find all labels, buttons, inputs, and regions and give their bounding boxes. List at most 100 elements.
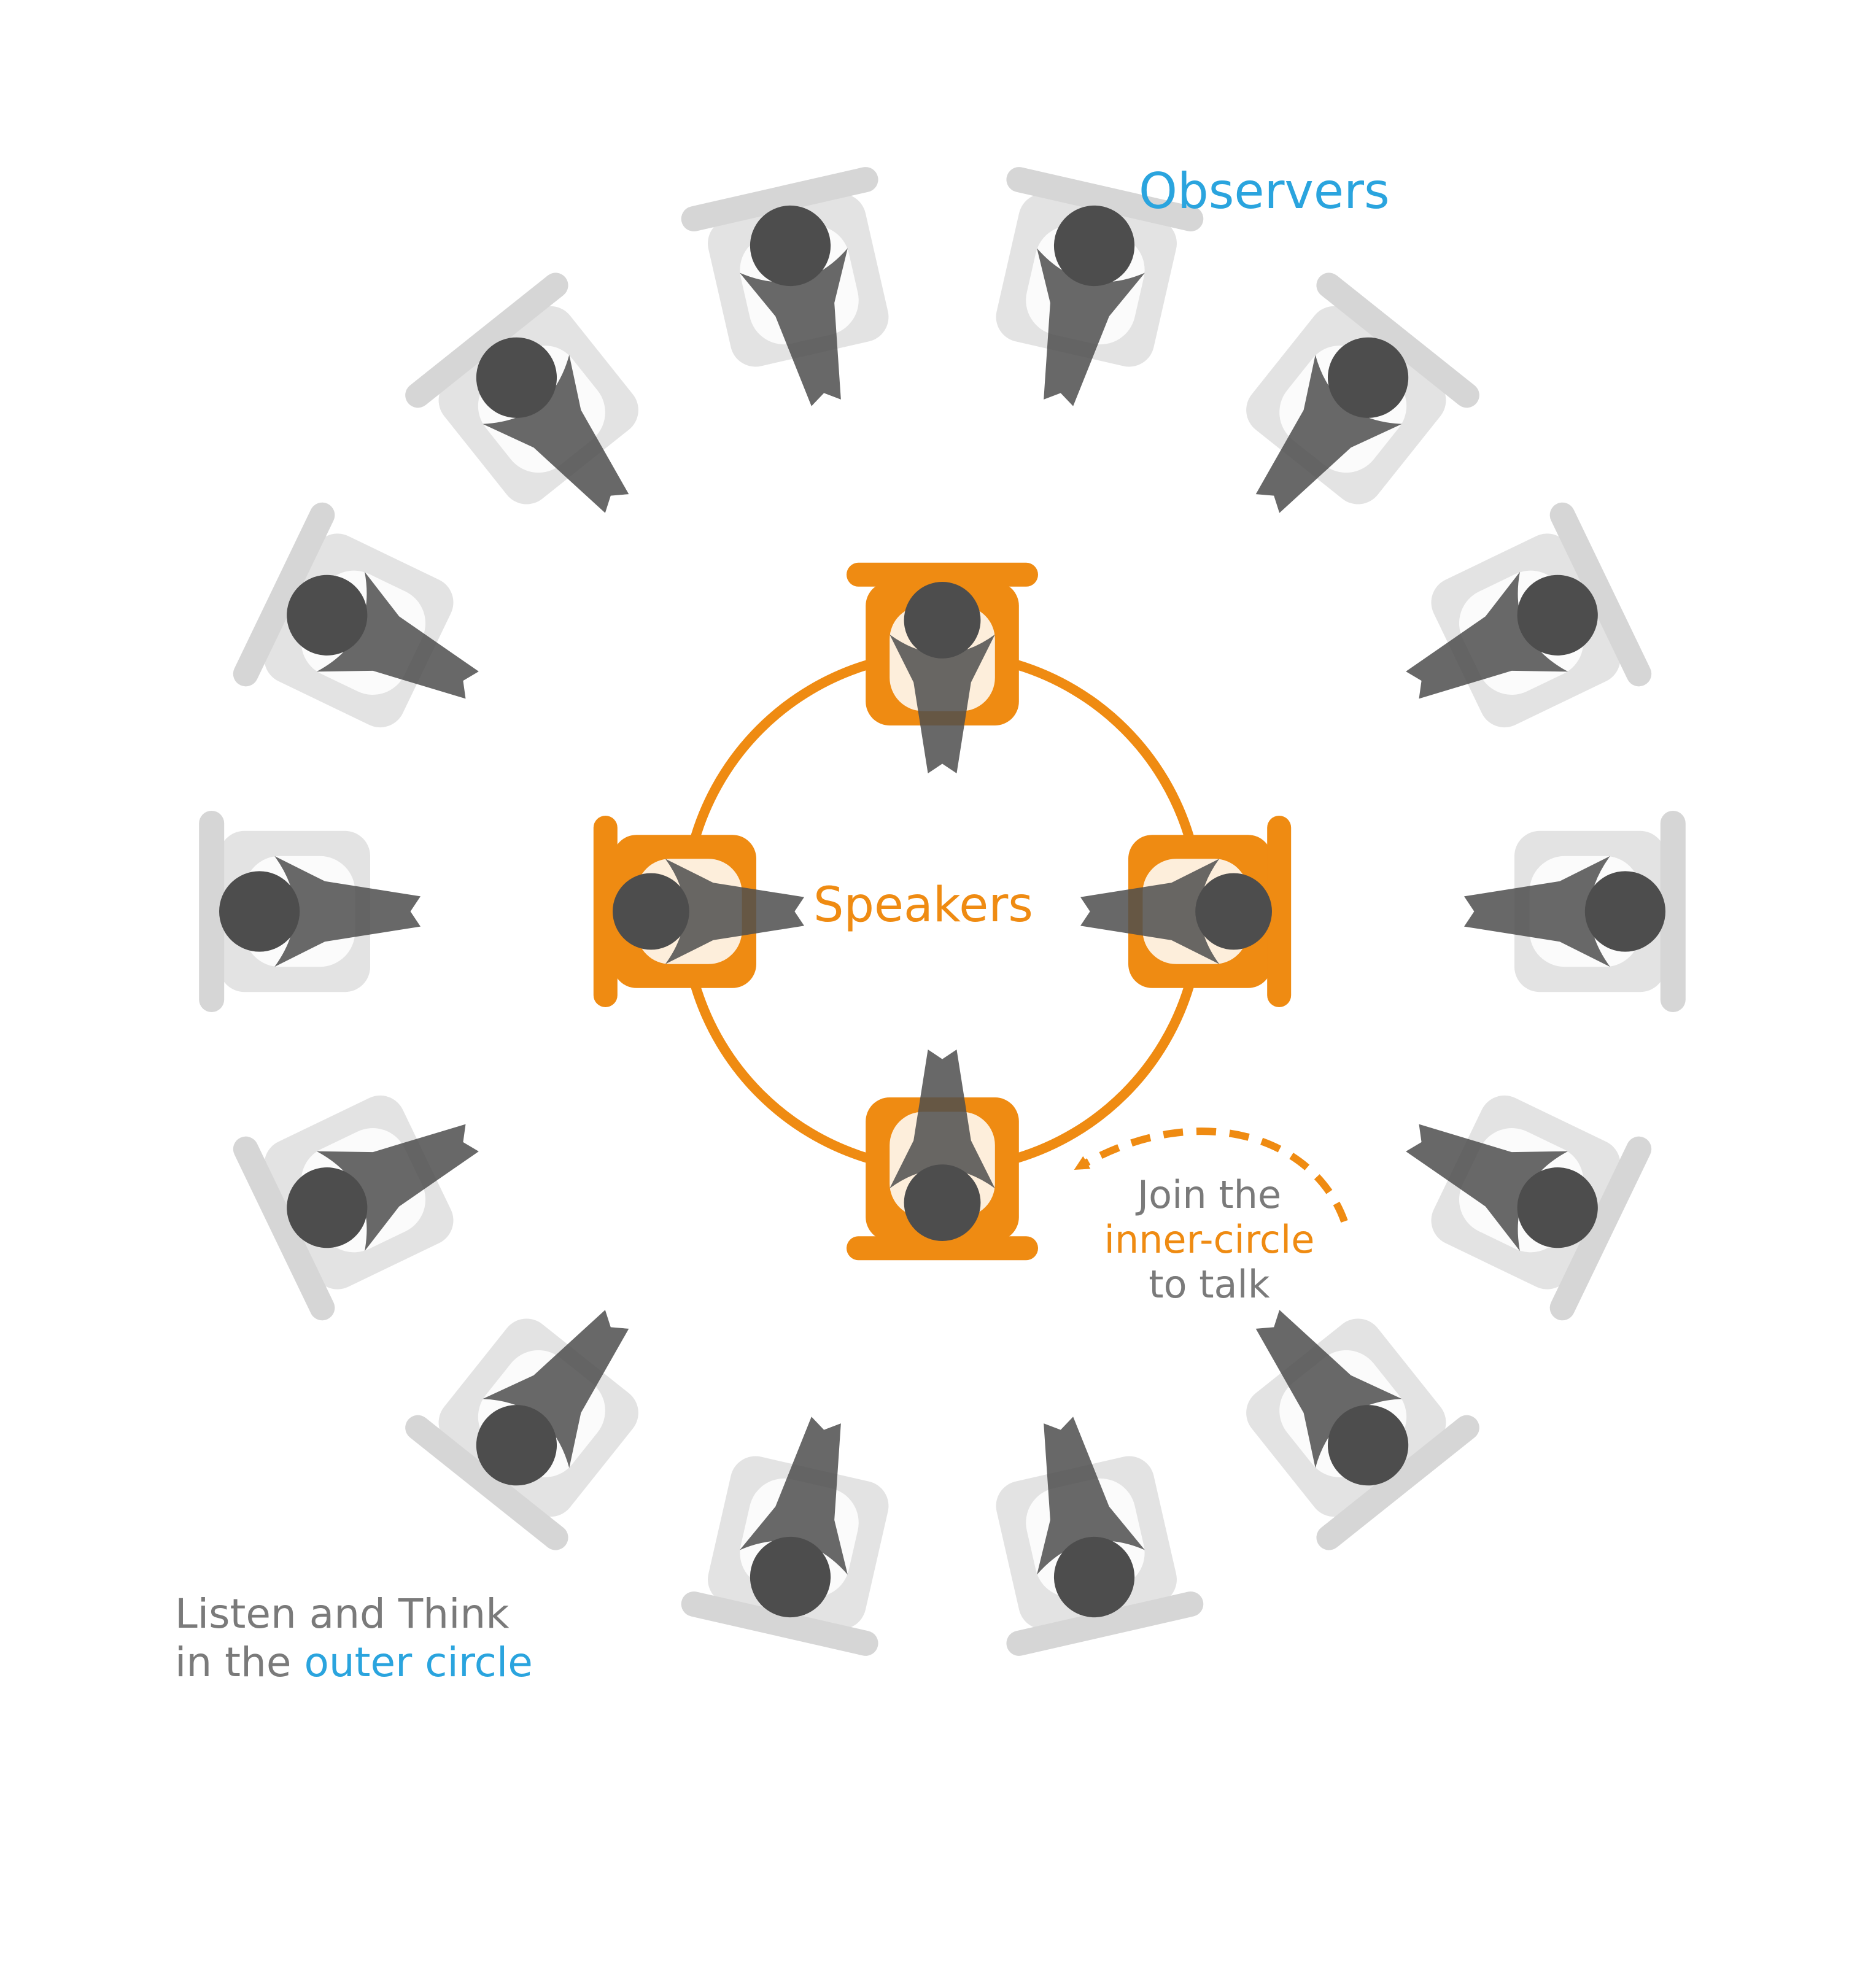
speaker-seat: [847, 562, 1038, 773]
speaker-seat: [1080, 816, 1292, 1007]
chair-back: [847, 562, 1038, 587]
chair-back: [1316, 1415, 1479, 1550]
person-body: [483, 1310, 629, 1468]
person-body: [483, 355, 629, 513]
person-top-view-icon: [890, 582, 995, 773]
observer-seat: [1406, 1095, 1652, 1321]
observers-label: Observers: [1139, 163, 1390, 220]
person-head: [904, 1164, 981, 1241]
join-note: Join the inner-circle to talk: [1099, 1172, 1320, 1307]
observer-seat: [1246, 273, 1479, 513]
person-head: [1327, 337, 1409, 418]
person-top-view-icon: [1037, 1417, 1145, 1618]
person-top-view-icon: [1406, 1124, 1598, 1251]
person-top-view-icon: [476, 1310, 629, 1486]
person-body: [274, 856, 421, 967]
chair-back: [233, 1136, 335, 1321]
person-top-view-icon: [287, 1124, 479, 1251]
person-top-view-icon: [1255, 1310, 1409, 1486]
chair-back: [681, 167, 878, 231]
inner-ring: [691, 660, 1194, 1163]
chair-back: [405, 273, 568, 408]
person-body: [740, 1417, 848, 1575]
person-top-view-icon: [1255, 337, 1409, 513]
person-body: [1464, 856, 1610, 967]
speaker-seat: [847, 1050, 1038, 1261]
person-head: [1327, 1405, 1409, 1486]
join-line-1: Join the: [1137, 1172, 1282, 1217]
person-body: [1406, 571, 1568, 699]
person-head: [1517, 1167, 1598, 1248]
listen-line-2: in the outer circle: [175, 1638, 533, 1687]
person-head: [476, 1405, 557, 1486]
inner-ring-arc: [691, 981, 872, 1163]
chair-back: [1316, 273, 1479, 408]
person-top-view-icon: [476, 337, 629, 513]
outer-seats: [199, 167, 1686, 1656]
person-body: [665, 859, 804, 964]
inner-seats: [593, 562, 1292, 1261]
inner-ring-arc: [691, 660, 872, 841]
person-top-view-icon: [890, 1050, 995, 1241]
person-top-view-icon: [287, 571, 479, 699]
person-top-view-icon: [613, 859, 804, 964]
listen-prefix: in the: [175, 1639, 292, 1687]
listen-note: Listen and Think in the outer circle: [175, 1590, 533, 1687]
chair-back: [1549, 502, 1652, 687]
person-body: [316, 1124, 479, 1251]
speaker-seat: [593, 816, 804, 1007]
observer-seat: [233, 1095, 479, 1321]
person-body: [1080, 859, 1220, 964]
person-body: [1255, 355, 1402, 513]
listen-line-1: Listen and Think: [175, 1590, 510, 1638]
chair-back: [1660, 811, 1686, 1012]
chair-back: [593, 816, 618, 1007]
chair-back: [847, 1236, 1038, 1261]
person-body: [1255, 1310, 1402, 1468]
person-body: [890, 634, 995, 773]
observer-seat: [681, 167, 889, 406]
observer-seat: [1406, 502, 1652, 728]
person-head: [1584, 871, 1665, 952]
person-head: [1517, 574, 1598, 655]
observer-seat: [405, 273, 638, 513]
chair-back: [1549, 1136, 1652, 1321]
chair-back: [1006, 167, 1204, 231]
chair-back: [233, 502, 335, 687]
person-head: [904, 582, 981, 659]
person-body: [1406, 1124, 1568, 1251]
person-head: [1195, 873, 1272, 950]
person-top-view-icon: [219, 856, 421, 967]
observer-seat: [996, 1417, 1204, 1656]
person-top-view-icon: [740, 1417, 848, 1618]
person-head: [750, 205, 831, 287]
person-top-view-icon: [740, 205, 848, 406]
person-top-view-icon: [1406, 571, 1598, 699]
person-head: [750, 1536, 831, 1618]
person-head: [1053, 205, 1135, 287]
person-body: [1037, 248, 1145, 406]
person-body: [316, 571, 479, 699]
observer-seat: [681, 1417, 889, 1656]
join-line-3: to talk: [1149, 1262, 1270, 1307]
inner-ring-arc: [1012, 981, 1194, 1163]
person-top-view-icon: [1037, 205, 1145, 406]
observer-seat: [1246, 1310, 1479, 1550]
observer-seat: [233, 502, 479, 728]
join-line-2: inner-circle: [1104, 1217, 1315, 1262]
person-head: [287, 574, 368, 655]
speakers-label: Speakers: [813, 878, 1033, 933]
person-head: [1053, 1536, 1135, 1618]
person-head: [219, 871, 300, 952]
person-top-view-icon: [1080, 859, 1272, 964]
inner-ring-arc: [1012, 660, 1194, 841]
listen-highlight: outer circle: [304, 1639, 533, 1687]
observer-seat: [996, 167, 1204, 406]
person-body: [740, 248, 848, 406]
person-body: [1037, 1417, 1145, 1575]
join-arrow: [1074, 1127, 1348, 1223]
observer-seat: [405, 1310, 638, 1550]
chair-back: [199, 811, 225, 1012]
person-head: [476, 337, 557, 418]
